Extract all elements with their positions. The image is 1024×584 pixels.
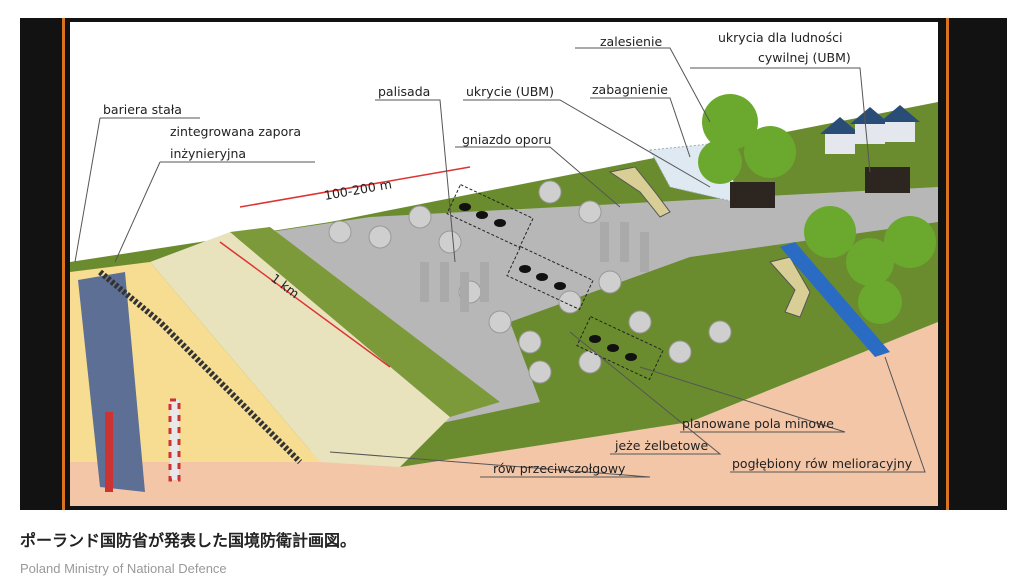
label-row-mel: pogłębiony rów melioracyjny bbox=[732, 456, 913, 471]
frame-accent-right bbox=[946, 18, 949, 510]
figure-caption: ポーランド国防省が発表した国境防衛計画図。 bbox=[20, 531, 357, 550]
border-post-pl bbox=[105, 412, 113, 492]
label-ukrycia-2: cywilnej (UBM) bbox=[758, 50, 851, 65]
border-post bbox=[168, 398, 181, 482]
label-ukrycia-1: ukrycia dla ludności bbox=[718, 30, 842, 45]
trench bbox=[608, 166, 671, 218]
hedgehogs bbox=[328, 180, 732, 384]
civil-shelter bbox=[865, 167, 910, 193]
drainage-ditch bbox=[780, 242, 890, 357]
anti-tank-ditch bbox=[150, 232, 450, 467]
label-bariera: bariera stała bbox=[103, 102, 182, 117]
label-zapora-1: zintegrowana zapora bbox=[170, 124, 301, 139]
minefields bbox=[446, 183, 664, 381]
label-gniazdo: gniazdo oporu bbox=[462, 132, 551, 147]
houses bbox=[820, 105, 920, 154]
border-defense-diagram: bariera stała zintegrowana zapora inżyni… bbox=[70, 22, 938, 506]
shelter bbox=[730, 182, 775, 208]
ditch-slope bbox=[230, 227, 500, 417]
label-zalesienie: zalesienie bbox=[600, 34, 662, 49]
distance-arrow bbox=[239, 166, 471, 208]
palisade-posts bbox=[420, 222, 649, 312]
label-palisada: palisada bbox=[378, 84, 430, 99]
label-ukrycie: ukrycie (UBM) bbox=[466, 84, 554, 99]
barrier-fence bbox=[78, 272, 145, 492]
label-row-ppanc: rów przeciwczołgowy bbox=[493, 461, 626, 476]
label-zabagnienie: zabagnienie bbox=[592, 82, 668, 97]
label-jeze: jeże żelbetowe bbox=[614, 438, 709, 453]
razor-wire bbox=[98, 269, 303, 465]
trees bbox=[698, 94, 936, 324]
label-pola: planowane pola minowe bbox=[682, 416, 834, 431]
photo-credit: Poland Ministry of National Defence bbox=[20, 561, 227, 576]
label-zapora-2: inżynieryjna bbox=[170, 146, 246, 161]
frame-accent-left bbox=[62, 18, 65, 510]
length-arrow bbox=[219, 241, 391, 368]
leader-lines bbox=[74, 47, 926, 478]
